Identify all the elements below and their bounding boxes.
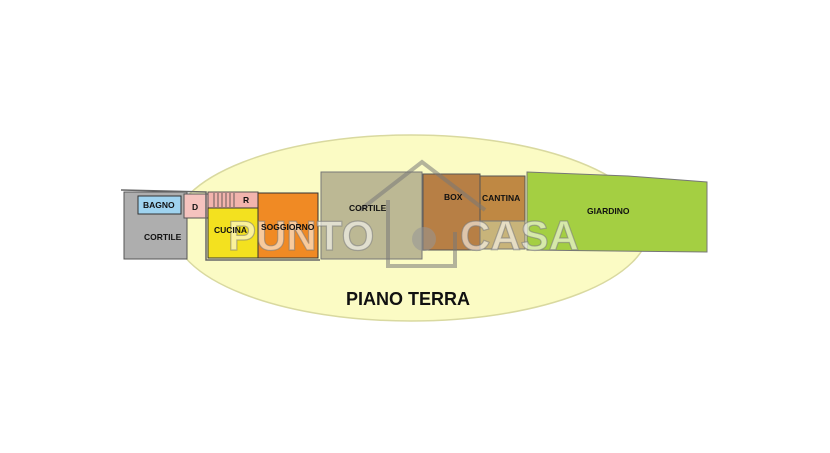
watermark-dot xyxy=(412,227,436,251)
label-cortile-left: CORTILE xyxy=(144,232,182,242)
watermark-house-icon xyxy=(358,159,487,268)
label-bagno: BAGNO xyxy=(143,200,175,210)
room-cantina xyxy=(479,175,526,222)
label-cantina: CANTINA xyxy=(482,193,520,203)
label-r: R xyxy=(243,195,249,205)
room-cucina xyxy=(207,207,259,259)
outer-wall xyxy=(120,189,320,261)
room-cortile-center xyxy=(320,171,423,260)
room-cantina-lower xyxy=(479,220,526,250)
label-soggiorno: SOGGIORNO xyxy=(261,222,315,232)
watermark-left-text: PUNTO xyxy=(228,212,374,259)
label-box: BOX xyxy=(444,192,463,202)
label-cortile-center: CORTILE xyxy=(349,203,387,213)
stair-area xyxy=(207,191,259,209)
label-cucina: CUCINA xyxy=(214,225,247,235)
room-giardino xyxy=(526,171,708,253)
watermark-right-text: CASA xyxy=(460,212,579,259)
stair-steps xyxy=(213,193,235,207)
room-bagno xyxy=(137,195,182,215)
label-d: D xyxy=(192,202,198,212)
floor-title: PIANO TERRA xyxy=(346,289,470,309)
label-giardino: GIARDINO xyxy=(587,206,630,216)
room-soggiorno xyxy=(257,192,319,259)
